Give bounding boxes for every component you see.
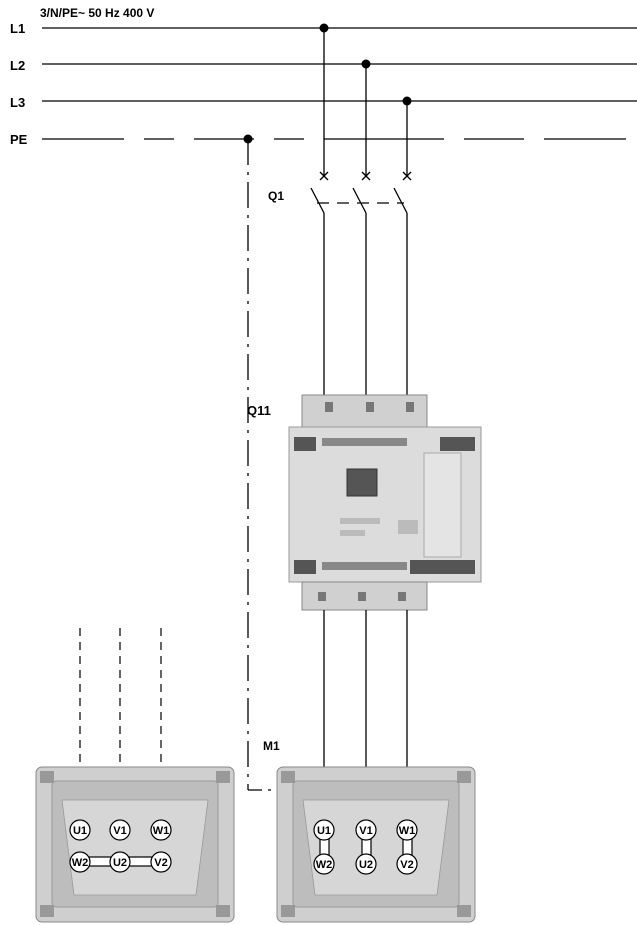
terminal-labels-box-2: U1 V1 W1 W2 U2 V2 [316, 825, 416, 871]
soft-starter-q11 [288, 394, 482, 611]
breaker-contact-1 [310, 171, 329, 395]
terminal-u1: U1 [317, 825, 331, 837]
terminal-v2: V2 [400, 859, 413, 871]
terminal-u2: U2 [359, 859, 373, 871]
terminal-w2: W2 [316, 859, 333, 871]
terminals-box-1 [69, 819, 172, 873]
line-label-l3: L3 [10, 95, 25, 110]
motor-label: M1 [263, 739, 280, 753]
terminals-box-2 [313, 819, 418, 875]
q11-display [346, 468, 378, 497]
line-label-pe: PE [10, 132, 28, 147]
terminal-u2: U2 [113, 857, 127, 869]
bus-lines [42, 27, 637, 140]
q11-side-panel [423, 452, 462, 558]
supply-spec: 3/N/PE~ 50 Hz 400 V [40, 6, 154, 20]
terminal-v2: V2 [154, 857, 167, 869]
line-label-l1: L1 [10, 21, 25, 36]
breaker-label: Q1 [268, 189, 284, 203]
junction-dots [243, 23, 412, 144]
feed-wires [323, 28, 408, 176]
terminal-u1: U1 [73, 825, 87, 837]
breaker-q1 [310, 171, 412, 395]
terminal-v1: V1 [359, 825, 372, 837]
terminal-labels-box-1: U1 V1 W1 W2 U2 V2 [72, 825, 170, 869]
line-label-l2: L2 [10, 58, 25, 73]
soft-starter-label: Q11 [247, 403, 271, 418]
terminal-w1: W1 [399, 825, 416, 837]
breaker-contact-3 [393, 171, 412, 395]
terminal-w2: W2 [72, 857, 89, 869]
terminal-v1: V1 [113, 825, 126, 837]
motor-terminal-box-delta [276, 766, 476, 923]
motor-terminal-box-star [35, 766, 235, 923]
terminal-w1: W1 [153, 825, 170, 837]
breaker-contact-2 [352, 171, 371, 395]
pe-conductor [247, 139, 280, 791]
